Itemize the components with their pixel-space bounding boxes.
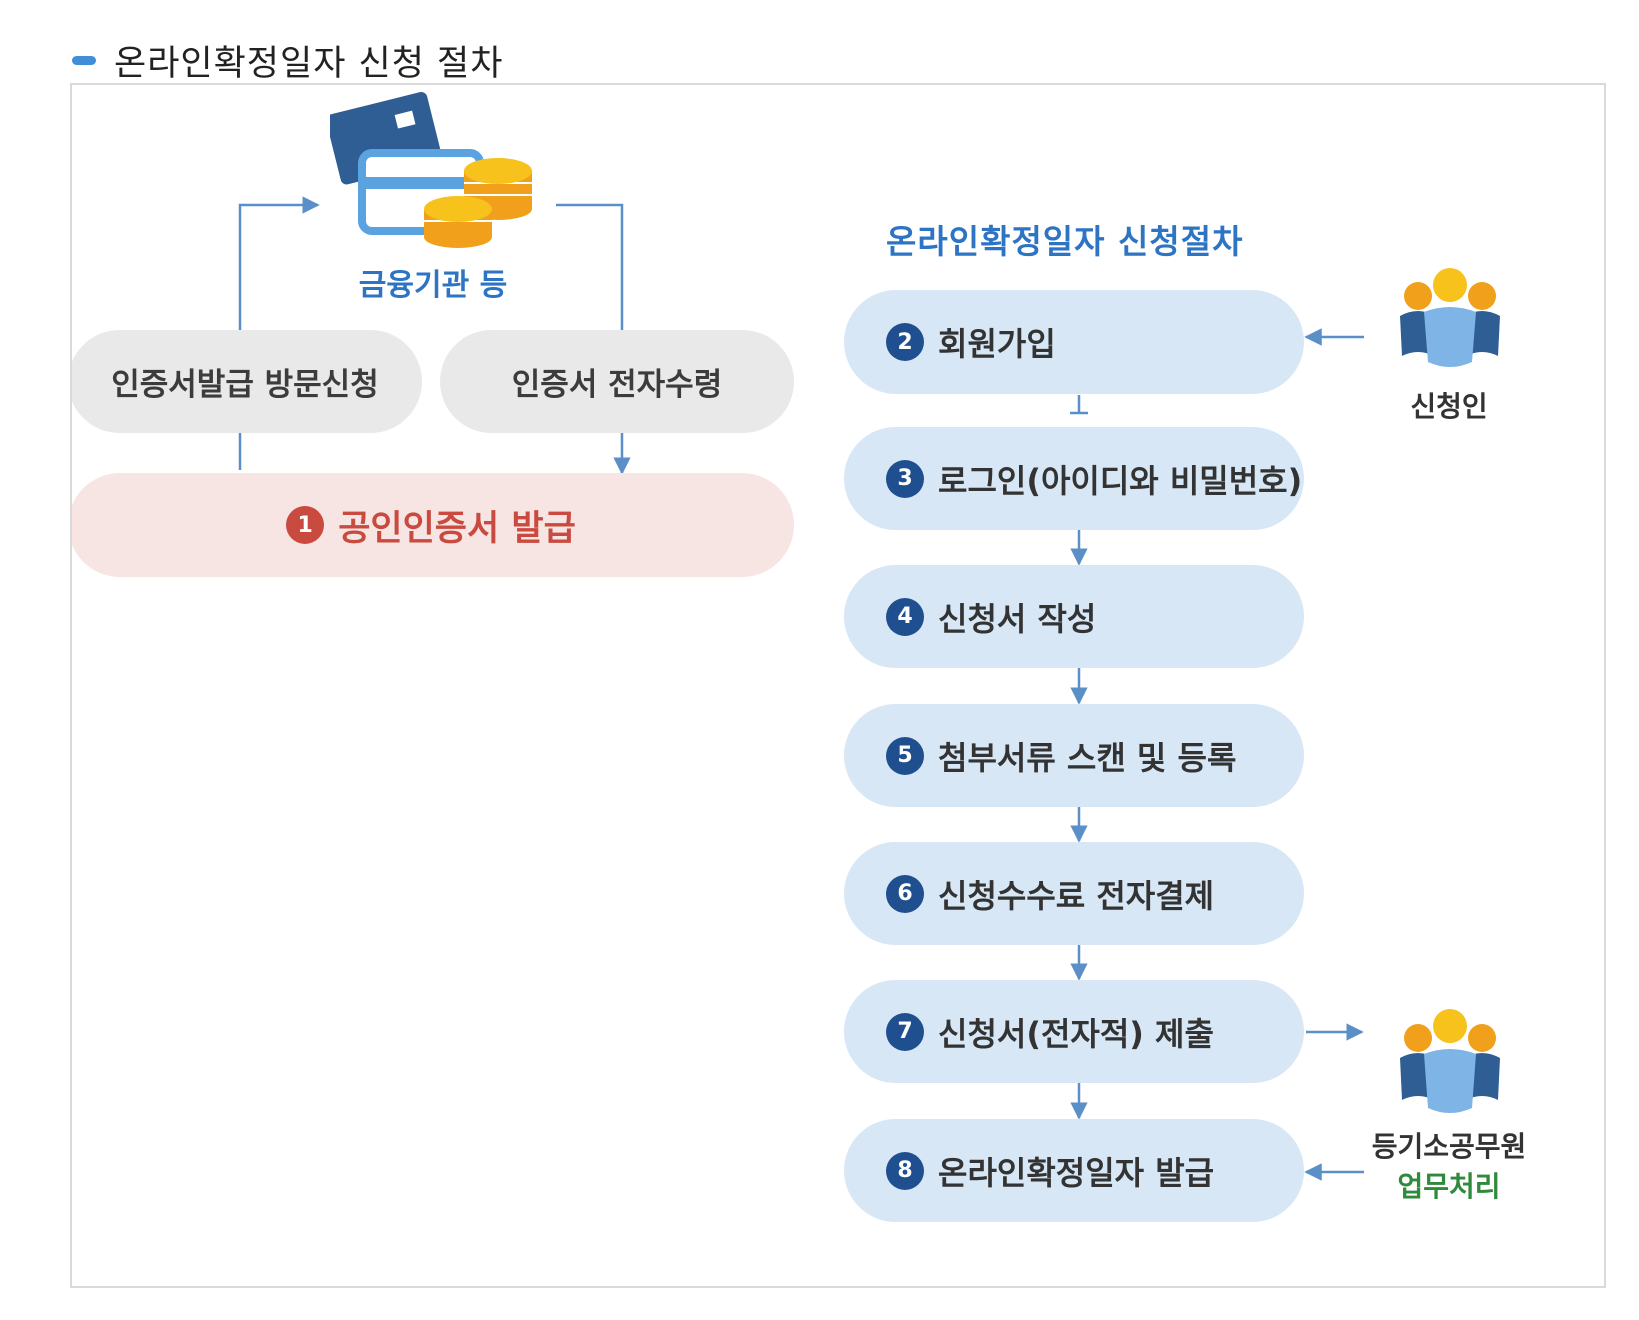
page-heading: 온라인확정일자 신청 절차 <box>72 38 503 84</box>
officer-sublabel: 업무처리 <box>1397 1170 1501 1203</box>
step-scan-documents: 5 첨부서류 스캔 및 등록 <box>844 704 1304 807</box>
applicant-label: 신청인 <box>1410 390 1488 423</box>
step-number-badge: 1 <box>286 506 325 544</box>
procedure-diagram: 금융기관 등 인증서발급 방문신청 인증서 전자수령 1 공인인증서 발급 온라… <box>70 83 1606 1288</box>
officer-label: 등기소공무원 <box>1371 1130 1527 1163</box>
step-number-badge: 5 <box>886 736 924 775</box>
step-label: 로그인(아이디와 비밀번호) <box>938 461 1303 500</box>
electronic-receipt-pill: 인증서 전자수령 <box>440 330 794 433</box>
certificate-issue-label: 공인인증서 발급 <box>338 508 576 549</box>
step-number-badge: 7 <box>886 1012 924 1051</box>
step-number-badge: 3 <box>886 459 924 498</box>
step-submit: 7 신청서(전자적) 제출 <box>844 980 1304 1083</box>
step-label: 신청서(전자적) 제출 <box>938 1014 1214 1053</box>
step-label: 신청수수료 전자결제 <box>938 876 1215 915</box>
step-label: 온라인확정일자 발급 <box>938 1153 1215 1192</box>
card-and-coins-icon <box>330 91 532 248</box>
heading-bullet-icon <box>72 55 96 65</box>
procedure-title: 온라인확정일자 신청절차 <box>886 222 1244 261</box>
page-title: 온라인확정일자 신청 절차 <box>114 43 504 84</box>
step-label: 회원가입 <box>938 325 1056 363</box>
certificate-issue-pill: 1 공인인증서 발급 <box>72 473 794 577</box>
step-label: 첨부서류 스캔 및 등록 <box>938 738 1237 777</box>
institution-label: 금융기관 등 <box>358 268 508 303</box>
step-issue-confirmation: 8 온라인확정일자 발급 <box>844 1119 1304 1222</box>
step-write-application: 4 신청서 작성 <box>844 565 1304 668</box>
step-label: 신청서 작성 <box>938 599 1097 638</box>
applicant-people-icon <box>1400 268 1500 367</box>
step-signup: 2 회원가입 <box>844 290 1304 394</box>
step-number-badge: 8 <box>886 1151 924 1190</box>
step-number-badge: 4 <box>886 597 924 636</box>
step-payment: 6 신청수수료 전자결제 <box>844 842 1304 945</box>
arrow-institution-to-receipt <box>556 203 624 330</box>
visit-request-pill: 인증서발급 방문신청 <box>72 330 422 433</box>
step-number-badge: 2 <box>886 323 924 361</box>
step-number-badge: 6 <box>886 874 924 913</box>
diagram-connectors <box>238 196 1364 1181</box>
step-login: 3 로그인(아이디와 비밀번호) <box>844 427 1304 530</box>
officer-people-icon <box>1400 1009 1500 1113</box>
